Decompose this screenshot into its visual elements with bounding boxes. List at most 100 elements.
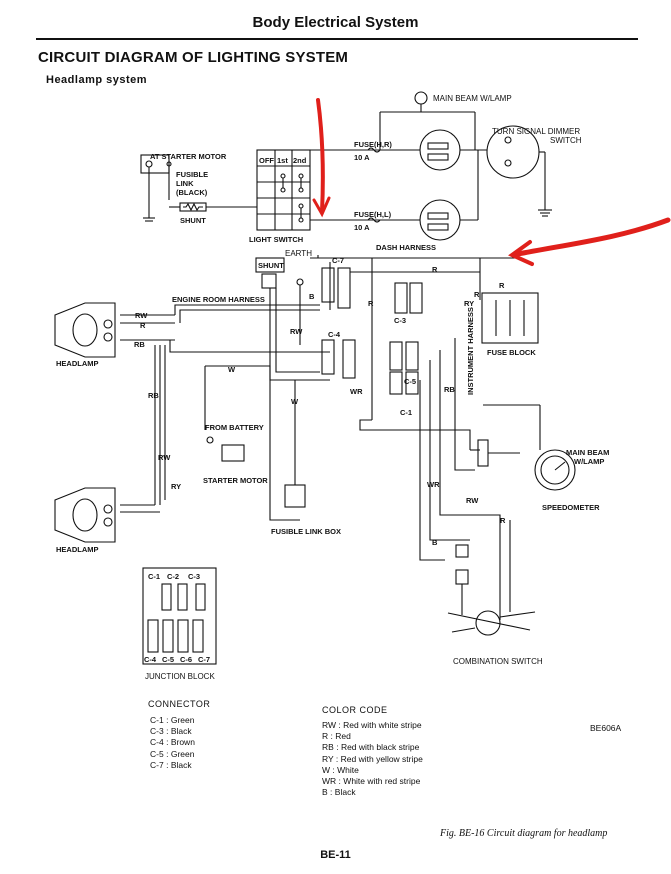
headlamp-bottom-icon xyxy=(54,487,116,543)
fuse-block-icon xyxy=(481,292,539,344)
list-item: RY : Red with yellow stripe xyxy=(322,753,423,764)
header-rule xyxy=(36,38,638,40)
label-jb-c1: C-1 xyxy=(148,572,160,581)
label-main-beam-top: MAIN BEAM W/LAMP xyxy=(433,94,512,103)
label-junction-block: JUNCTION BLOCK xyxy=(145,672,215,681)
light-switch-grid xyxy=(256,149,311,231)
wire-label-rb-3: RB xyxy=(444,385,455,394)
label-fusible-link-box: FUSIBLE LINK BOX xyxy=(271,527,341,536)
wire-label-r-1: R xyxy=(140,321,146,330)
shunt-box xyxy=(255,257,285,273)
label-headlamp-bottom: HEADLAMP xyxy=(56,545,99,554)
wire-label-rb-2: RB xyxy=(148,391,159,400)
label-jb-c2: C-2 xyxy=(167,572,179,581)
color-code-heading: COLOR CODE xyxy=(322,705,388,715)
label-jb-c6: C-6 xyxy=(180,655,192,664)
label-shunt-box: SHUNT xyxy=(258,261,284,270)
label-engine-room: ENGINE ROOM HARNESS xyxy=(172,295,265,304)
list-item: RB : Red with black stripe xyxy=(322,742,420,753)
list-item: C-5 : Green xyxy=(150,748,195,759)
list-item: C-4 : Brown xyxy=(150,737,195,748)
label-fusible-2: LINK xyxy=(176,179,194,188)
list-item: W : White xyxy=(322,764,359,775)
wire-label-r-6: R xyxy=(500,516,506,525)
wire-label-r-2: R xyxy=(368,299,374,308)
label-c7: C-7 xyxy=(332,256,344,265)
dimmer-contact-lower xyxy=(419,199,461,241)
label-jb-c7: C-7 xyxy=(198,655,210,664)
label-fuse-hr: FUSE(H,R) xyxy=(354,140,392,149)
label-main-beam-right-1: MAIN BEAM xyxy=(566,448,609,457)
wire-label-r-4: R xyxy=(499,281,505,290)
label-fuse-hl-amp: 10 A xyxy=(354,223,370,232)
label-earth: EARTH xyxy=(285,249,312,258)
wire-label-rw-1: RW xyxy=(135,311,148,320)
wire-label-b-2: B xyxy=(432,538,438,547)
label-fusible-1: FUSIBLE xyxy=(176,170,208,179)
connector-list: C-1 : Green C-3 : Black C-4 : Brown C-5 … xyxy=(150,715,195,771)
label-jb-c4: C-4 xyxy=(144,655,157,664)
connector-c5 xyxy=(405,341,419,371)
list-item: RW : Red with white stripe xyxy=(322,720,422,730)
wire-label-wr-1: WR xyxy=(350,387,363,396)
label-starter-motor: STARTER MOTOR xyxy=(203,476,268,485)
wire-label-w-2: W xyxy=(291,397,299,406)
figure-caption: Fig. BE-16 Circuit diagram for headlamp xyxy=(440,828,608,839)
red-annotation-arrows xyxy=(312,98,671,266)
wire-label-ry-1: RY xyxy=(171,482,181,491)
wire-label-w-1: W xyxy=(228,365,236,374)
headlamp-top-icon xyxy=(54,302,116,358)
wire-label-b-1: B xyxy=(309,292,315,301)
label-jb-c5: C-5 xyxy=(162,655,174,664)
connector-c4 xyxy=(321,339,335,375)
label-light-switch: LIGHT SWITCH xyxy=(249,235,303,244)
label-headlamp-top: HEADLAMP xyxy=(56,359,99,368)
wire-label-r-5: R xyxy=(474,290,480,299)
connector-heading: CONNECTOR xyxy=(148,699,211,709)
label-shunt-small: SHUNT xyxy=(180,216,206,225)
figure-reference-code: BE606A xyxy=(590,723,622,733)
label-switch-1st: 1st xyxy=(277,156,288,165)
page-title: CIRCUIT DIAGRAM OF LIGHTING SYSTEM xyxy=(38,49,349,66)
label-dash-harness: DASH HARNESS xyxy=(376,243,436,252)
label-from-battery: FROM BATTERY xyxy=(205,423,264,432)
speedometer-icon xyxy=(534,449,576,491)
connector-c3 xyxy=(409,282,423,314)
section-subtitle: Headlamp system xyxy=(46,74,148,86)
wire-label-rw-2: RW xyxy=(290,327,303,336)
page-number: BE-11 xyxy=(320,849,351,861)
label-c5: C-5 xyxy=(404,377,416,386)
fusible-link-box-icon xyxy=(284,484,306,508)
label-c1: C-1 xyxy=(400,408,412,417)
label-c3: C-3 xyxy=(394,316,406,325)
main-beam-lamp-top-icon xyxy=(414,91,428,105)
label-combination-switch: COMBINATION SWITCH xyxy=(453,657,543,666)
label-speedometer: SPEEDOMETER xyxy=(542,503,600,512)
list-item: C-1 : Green xyxy=(150,715,195,725)
combination-switch-icon xyxy=(475,610,501,636)
list-item: WR : White with red stripe xyxy=(322,776,421,787)
wire-label-wr-2: WR xyxy=(427,480,440,489)
color-code-list: RW : Red with white stripe R : Red RB : … xyxy=(322,720,423,798)
label-fusible-3: (BLACK) xyxy=(176,188,208,197)
starter-motor-icon xyxy=(221,444,245,462)
label-at-starter: AT STARTER MOTOR xyxy=(150,152,227,161)
connector-c7 xyxy=(321,267,335,303)
label-fuse-hr-amp: 10 A xyxy=(354,153,370,162)
wire-label-rw-4: RW xyxy=(466,496,479,505)
label-fuse-block: FUSE BLOCK xyxy=(487,348,536,357)
list-item: C-7 : Black xyxy=(150,759,192,770)
wire-label-rw-3: RW xyxy=(158,453,171,462)
list-item: C-3 : Black xyxy=(150,726,192,737)
label-jb-c3: C-3 xyxy=(188,572,200,581)
junction-block-icon xyxy=(142,567,217,665)
label-fuse-hl: FUSE(H,L) xyxy=(354,210,392,219)
dimmer-contact-upper xyxy=(419,129,461,171)
wire-label-ry-2: RY xyxy=(464,299,474,308)
label-turn-signal-2: SWITCH xyxy=(550,136,582,145)
list-item: B : Black xyxy=(322,787,356,798)
label-c4: C-4 xyxy=(328,330,341,339)
wire-label-rb-1: RB xyxy=(134,340,145,349)
label-turn-signal-1: TURN SIGNAL DIMMER xyxy=(492,127,580,136)
